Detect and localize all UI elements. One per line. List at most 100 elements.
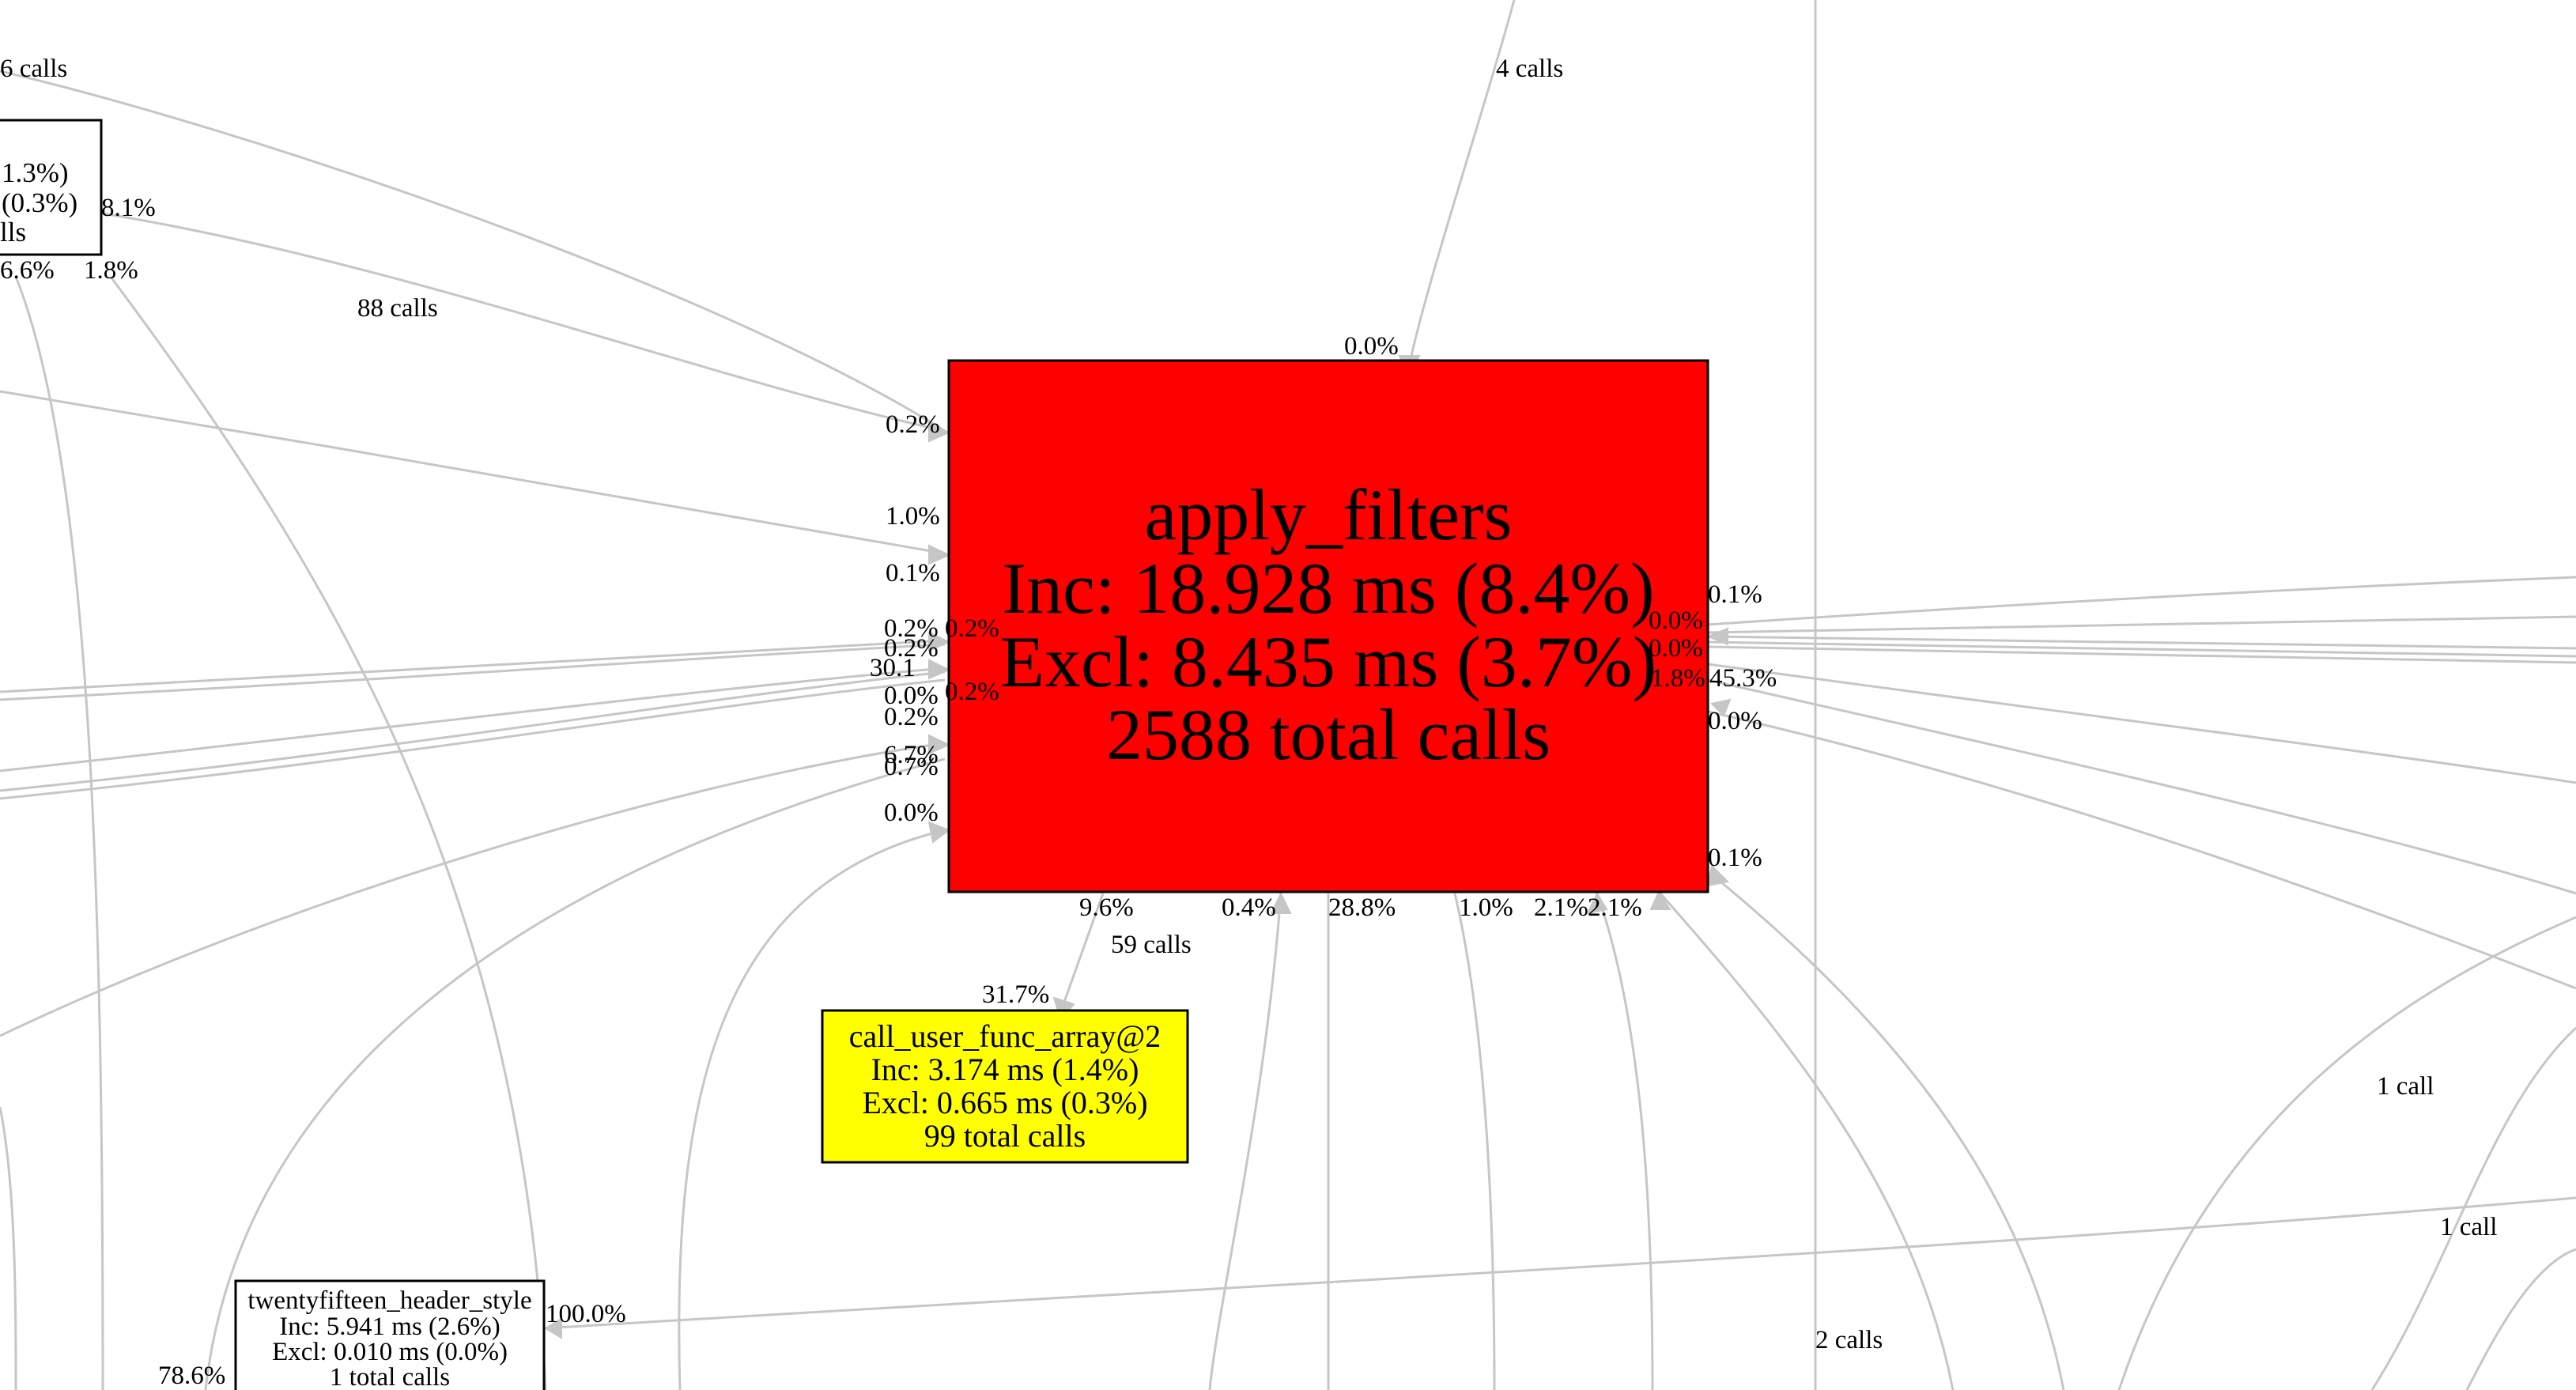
edge-left-edge-curve	[0, 1106, 17, 1390]
label-pct-r4: 1.8%	[1651, 664, 1705, 693]
label-pct-l2: 1.0%	[886, 502, 940, 531]
label-2-calls: 2 calls	[1815, 1326, 1883, 1354]
label-pct-l9: 6.7%	[884, 741, 939, 769]
edge-right-curve-3	[2465, 1248, 2576, 1390]
edge-left-curve-6	[0, 742, 946, 1037]
edge-right-curve-2	[2370, 1026, 2576, 1390]
arrowhead-left-6	[927, 821, 951, 844]
edge-right-3	[1707, 635, 2576, 650]
partial-node[interactable]: 1.3%) (0.3%) lls	[0, 119, 103, 256]
apply-filters-name: apply_filters	[1145, 474, 1513, 555]
label-pct-l10: 0.7%	[884, 753, 939, 781]
label-pct-78-6: 78.6%	[158, 1362, 225, 1390]
label-4-calls: 4 calls	[1496, 55, 1563, 83]
arrowhead-right-bundle	[1705, 627, 1728, 646]
edge-b-9-6	[1062, 893, 1105, 1005]
label-pct-l7: 0.0%	[884, 682, 939, 710]
edge-left-bundle-4	[0, 678, 946, 800]
arrowhead-b-2-1a	[1586, 891, 1608, 915]
edge-left-bundle-1	[0, 643, 946, 701]
cufa-inc: Inc: 3.174 ms (1.4%)	[871, 1052, 1139, 1087]
edge-b-0-1	[1715, 876, 2065, 1390]
twentyfifteen-inc: Inc: 5.941 ms (2.6%)	[279, 1313, 500, 1341]
edge-1-call-long	[545, 1196, 2576, 1330]
edge-6-6	[14, 276, 104, 1390]
edge-left-bundle-5	[0, 667, 946, 772]
edge-left-bundle-2	[0, 639, 946, 693]
label-pct-r3: 0.0%	[1649, 634, 1703, 663]
edge-right-8	[1707, 710, 2576, 990]
twentyfifteen-name: twentyfifteen_header_style	[247, 1286, 531, 1315]
cufa-calls: 99 total calls	[924, 1118, 1086, 1154]
edge-right-1	[1707, 576, 2576, 626]
label-pct-r7: 0.1%	[1708, 844, 1762, 872]
apply-filters-box	[947, 359, 1709, 893]
twentyfifteen-calls: 1 total calls	[330, 1363, 450, 1390]
arrowhead-left-4	[928, 659, 951, 680]
edge-6-calls	[0, 70, 946, 432]
edge-right-6	[1707, 663, 2576, 784]
label-1-call-b: 1 call	[2440, 1213, 2497, 1241]
node-call-user-func-array[interactable]: call_user_func_array@2 Inc: 3.174 ms (1.…	[821, 1009, 1189, 1164]
edge-right-4	[1707, 640, 2576, 658]
label-1-call-a: 1 call	[2377, 1072, 2434, 1101]
label-pct-l4a: 0.2%	[884, 614, 939, 643]
label-pct-l7b: 0.2%	[945, 678, 999, 706]
cufa-name: call_user_func_array@2	[849, 1018, 1161, 1054]
label-pct-r6: 0.0%	[1708, 707, 1762, 735]
edge-b-1-0	[1453, 893, 1496, 1390]
apply-filters-calls: 2588 total calls	[1106, 694, 1551, 775]
label-pct-b4: 1.0%	[1459, 893, 1513, 922]
label-pct-b2: 0.4%	[1222, 893, 1276, 922]
apply-filters-inc: Inc: 18.928 ms (8.4%)	[1002, 548, 1654, 629]
partial-node-box	[0, 119, 103, 256]
edge-left-1-0	[0, 390, 946, 555]
twentyfifteen-box	[234, 1279, 546, 1390]
label-pct-100: 100.0%	[546, 1300, 626, 1328]
label-pct-r5: 45.3%	[1709, 664, 1777, 693]
label-88-calls: 88 calls	[357, 294, 438, 323]
edge-b-0-4	[1208, 893, 1282, 1390]
partial-node-line3: lls	[0, 217, 26, 247]
edge-left-bundle-3	[0, 670, 946, 792]
twentyfifteen-excl: Excl: 0.010 ms (0.0%)	[272, 1338, 508, 1366]
label-pct-l3: 0.1%	[886, 559, 940, 587]
edge-8-1	[102, 212, 946, 432]
edge-left-curve-7	[204, 757, 946, 1390]
arrowhead-left-2	[928, 544, 951, 565]
label-pct-b6: 2.1%	[1588, 893, 1642, 922]
node-apply-filters[interactable]: apply_filters Inc: 18.928 ms (8.4%) Excl…	[947, 359, 1709, 893]
arrowhead-b-2-1b	[1649, 890, 1671, 910]
node-twentyfifteen-header-style[interactable]: twentyfifteen_header_style Inc: 5.941 ms…	[234, 1279, 546, 1390]
label-pct-l8: 0.2%	[884, 703, 939, 731]
cufa-excl: Excl: 0.665 ms (0.3%)	[862, 1085, 1147, 1120]
edge-label-layer: 6 calls 4 calls 88 calls 59 calls 1 call…	[0, 55, 2497, 1390]
label-pct-r1: 0.1%	[1708, 580, 1762, 609]
edge-b-2-1a	[1596, 893, 1654, 1390]
label-pct-6-6: 6.6%	[0, 256, 55, 285]
edge-right-curve-1-call	[2117, 916, 2576, 1390]
label-pct-l1: 0.2%	[886, 410, 940, 439]
edge-right-5	[1707, 645, 2576, 664]
edge-b-2-1b	[1659, 893, 1955, 1390]
label-pct-r2: 0.0%	[1649, 606, 1703, 635]
edge-1-8	[109, 276, 547, 1390]
edge-4-calls	[1410, 0, 1516, 357]
label-pct-l5: 0.2%	[884, 634, 939, 663]
apply-filters-excl: Excl: 8.435 ms (3.7%)	[1000, 621, 1656, 702]
arrowhead-left-5	[928, 734, 951, 755]
arrowhead-left-1	[928, 421, 951, 443]
arrowhead-left-3	[928, 631, 951, 652]
label-pct-cufa: 31.7%	[982, 980, 1049, 1009]
arrowhead-right-0-0	[1709, 698, 1732, 717]
label-pct-l6: 30.1	[870, 654, 916, 682]
edge-left-curve-8	[678, 829, 946, 1390]
arrowhead-right-0-1	[1706, 863, 1730, 887]
edge-right-2	[1707, 615, 2576, 634]
arrowhead-twentyfifteen	[544, 1317, 562, 1339]
partial-node-line1: 1.3%)	[2, 157, 69, 188]
arrowhead-b-0-4	[1270, 891, 1292, 914]
cufa-box	[821, 1009, 1189, 1164]
